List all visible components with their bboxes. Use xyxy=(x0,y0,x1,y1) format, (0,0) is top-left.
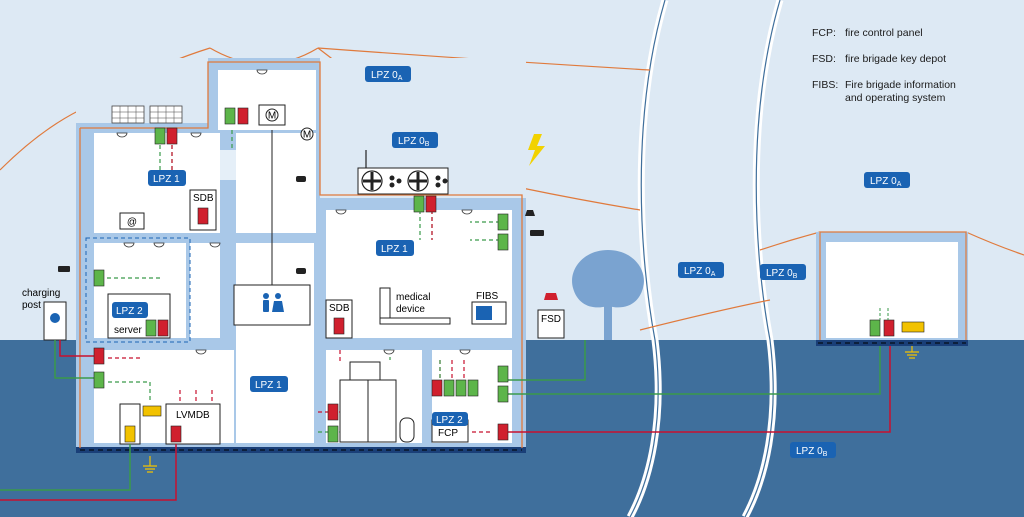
svg-text:LPZ 1: LPZ 1 xyxy=(381,244,408,255)
legend-fibs-text: Fire brigade information xyxy=(845,79,956,91)
svg-text:LPZ 2: LPZ 2 xyxy=(116,306,143,317)
room-mid-left-narrow xyxy=(190,243,220,338)
medical-label-2: device xyxy=(396,304,425,315)
zone-lpz0a-mid: LPZ 0A xyxy=(678,262,724,278)
svg-text:LPZ 0A: LPZ 0A xyxy=(371,70,403,82)
room-upper-center xyxy=(236,133,316,233)
medical-device-bed xyxy=(379,317,451,325)
monitor-icon xyxy=(119,212,145,230)
svg-text:LPZ 1: LPZ 1 xyxy=(255,380,282,391)
svg-text:LPZ 0A: LPZ 0A xyxy=(870,176,902,188)
room-stair xyxy=(236,243,314,443)
spd-basement-center xyxy=(327,403,339,443)
roof-conductor xyxy=(80,61,523,448)
spd-hvac xyxy=(413,195,437,213)
legend: FCP: fire control panel FSD: fire brigad… xyxy=(812,27,956,104)
spd-outbuilding xyxy=(869,319,925,337)
spd-modules xyxy=(93,107,509,443)
fsd-box xyxy=(537,309,565,339)
sdb-mid-label: SDB xyxy=(329,303,350,314)
fcp-label: FCP xyxy=(438,428,458,439)
zone-lpz2-server: LPZ 2 xyxy=(112,302,148,318)
sdb-top-label: SDB xyxy=(193,193,214,204)
svg-text:LPZ 1: LPZ 1 xyxy=(153,174,180,185)
legend-fibs-abbr: FIBS: xyxy=(812,79,838,91)
restroom-icon xyxy=(263,293,284,312)
lpz2-server-boundary xyxy=(85,237,191,343)
spd-sdb-mid xyxy=(333,317,345,335)
spd-roof xyxy=(154,127,178,145)
charging-label-1: charging xyxy=(22,288,60,299)
hvac-unit xyxy=(357,150,449,195)
svg-text:LPZ 0B: LPZ 0B xyxy=(796,446,828,458)
spd-right-wall xyxy=(497,213,509,441)
server-label: server xyxy=(114,325,142,336)
tree-icon xyxy=(572,250,644,340)
legend-fcp-abbr: FCP: xyxy=(812,27,836,39)
medical-label-1: medical xyxy=(396,292,430,303)
motor1-label: M xyxy=(268,111,276,122)
motor2-icon xyxy=(300,127,314,141)
beacon-icon xyxy=(544,293,558,300)
fibs-keypad-icon xyxy=(476,306,492,320)
zone-lpz0b-roof: LPZ 0B xyxy=(392,132,438,148)
spd-sdb-top xyxy=(197,207,209,225)
spd-server xyxy=(145,319,169,337)
lvmdb-label: LVMDB xyxy=(176,410,210,421)
spd-ebb xyxy=(142,405,162,417)
zone-lpz1-left: LPZ 1 xyxy=(148,170,186,186)
legend-fcp-text: fire control panel xyxy=(845,27,923,39)
internal-links xyxy=(100,130,500,433)
break-curve-right-outline xyxy=(744,0,781,517)
svg-text:LPZ 0B: LPZ 0B xyxy=(766,268,798,280)
fibs-label: FIBS xyxy=(476,291,499,302)
zone-lpz0b-ground: LPZ 0B xyxy=(790,442,836,458)
break-curve-left-outline xyxy=(629,0,666,517)
spd-tower xyxy=(224,107,249,125)
cabling xyxy=(0,338,891,501)
zone-lpz0a-sky: LPZ 0A xyxy=(864,172,910,188)
zone-lpz0a-roof: LPZ 0A xyxy=(365,66,411,82)
svg-text:LPZ 0A: LPZ 0A xyxy=(684,266,716,278)
spd-fcp-rack xyxy=(431,379,479,397)
motor2-label: M xyxy=(303,130,311,141)
zone-lpz2-fcp: LPZ 2 xyxy=(432,412,468,426)
zone-lpz0b-mid: LPZ 0B xyxy=(760,264,806,280)
fsd-label: FSD xyxy=(541,314,561,325)
legend-fsd-text: fire brigade key depot xyxy=(845,53,946,65)
legend-fibs-text2: and operating system xyxy=(845,92,946,104)
zone-lpz1-right: LPZ 1 xyxy=(376,240,414,256)
spd-basement-left xyxy=(124,425,182,443)
zone-badges: LPZ 0A LPZ 0B LPZ 0A LPZ 1 LPZ 1 LPZ 1 L… xyxy=(112,66,910,458)
lightning-bolt-icon xyxy=(528,134,545,166)
monitor-symbol: @ xyxy=(127,217,137,228)
elevator-cabin xyxy=(233,284,311,326)
svg-text:LPZ 2: LPZ 2 xyxy=(436,415,463,426)
spd-left-wall xyxy=(93,269,105,389)
motor1-icon xyxy=(265,108,279,122)
solar-panels xyxy=(111,105,183,124)
security-cameras xyxy=(58,176,544,274)
zone-lpz1-bottom: LPZ 1 xyxy=(250,376,288,392)
outbuilding-links xyxy=(879,308,889,320)
charging-label-2: post xyxy=(22,300,41,311)
legend-fsd-abbr: FSD: xyxy=(812,53,836,65)
charging-plug-icon xyxy=(50,313,60,323)
svg-text:LPZ 0B: LPZ 0B xyxy=(398,136,430,148)
alarm-icon xyxy=(525,210,535,216)
